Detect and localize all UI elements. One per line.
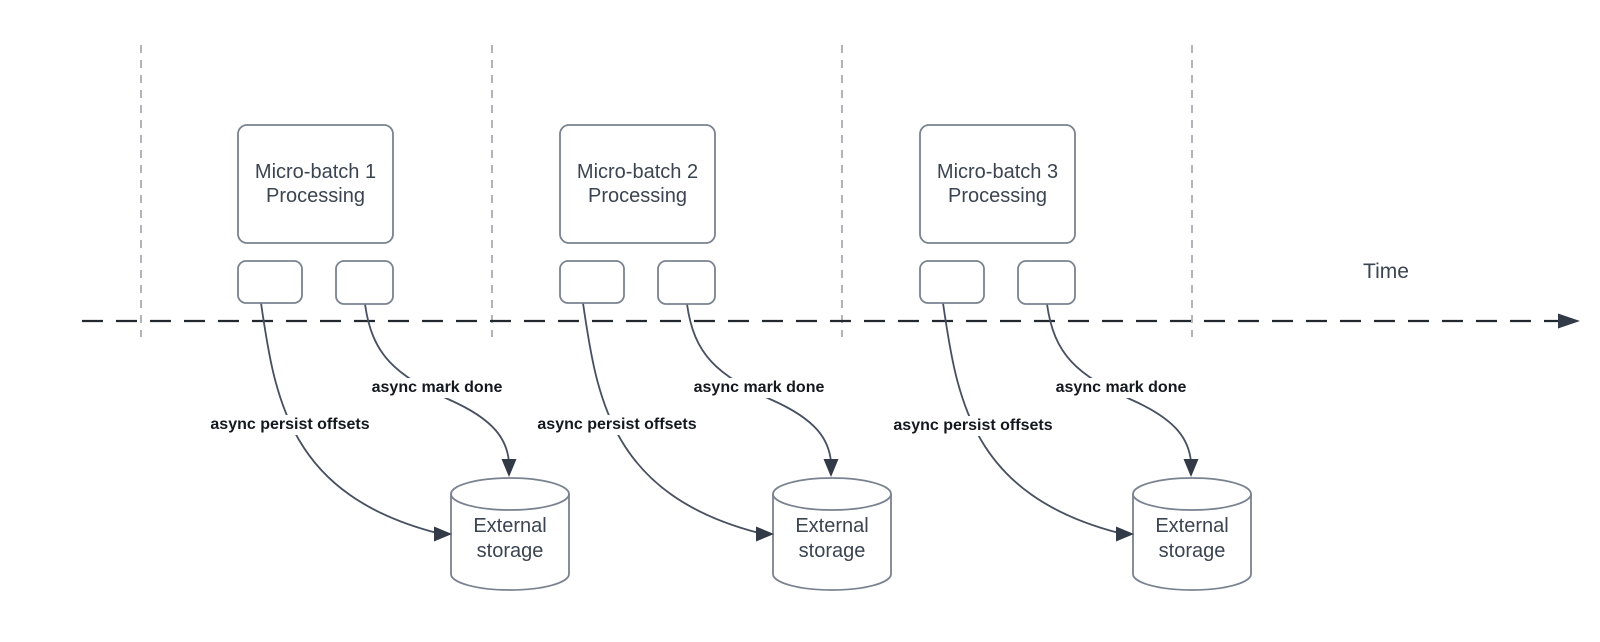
mark-done-task-box (335, 260, 394, 305)
persist-offsets-arrow-curve (582, 302, 760, 534)
mark-done-arrow-curve (1046, 303, 1192, 463)
persist-offsets-arrow-curve (942, 302, 1120, 534)
persist-offsets-task-box (237, 260, 303, 304)
interval-guide-lines (140, 45, 1193, 337)
cluster-2-shapes (559, 124, 892, 591)
micro-batch-processing-box (559, 124, 716, 244)
external-storage-cylinder (772, 477, 892, 591)
cluster-1-shapes (237, 124, 570, 591)
external-storage-cylinder-rim (772, 493, 892, 511)
micro-batch-processing-box (919, 124, 1076, 244)
micro-batch-processing-box (237, 124, 394, 244)
mark-done-task-box (657, 260, 716, 305)
mark-done-arrowhead-icon (823, 459, 839, 477)
mark-done-arrowhead-icon (1183, 459, 1199, 477)
persist-offsets-task-box (559, 260, 625, 304)
mark-done-arrow-curve (364, 303, 510, 463)
persist-offsets-arrowhead-icon (1116, 526, 1134, 542)
persist-offsets-task-box (919, 260, 985, 304)
time-axis-arrowhead-icon (1558, 313, 1580, 329)
external-storage-cylinder (450, 477, 570, 591)
persist-offsets-arrow-curve (260, 302, 438, 534)
mark-done-task-box (1017, 260, 1076, 305)
persist-offsets-arrowhead-icon (434, 526, 452, 542)
cluster-3-shapes (919, 124, 1252, 591)
mark-done-arrow-curve (686, 303, 832, 463)
external-storage-cylinder-rim (1132, 493, 1252, 511)
mark-done-arrowhead-icon (501, 459, 517, 477)
persist-offsets-arrowhead-icon (756, 526, 774, 542)
external-storage-cylinder (1132, 477, 1252, 591)
external-storage-cylinder-rim (450, 493, 570, 511)
